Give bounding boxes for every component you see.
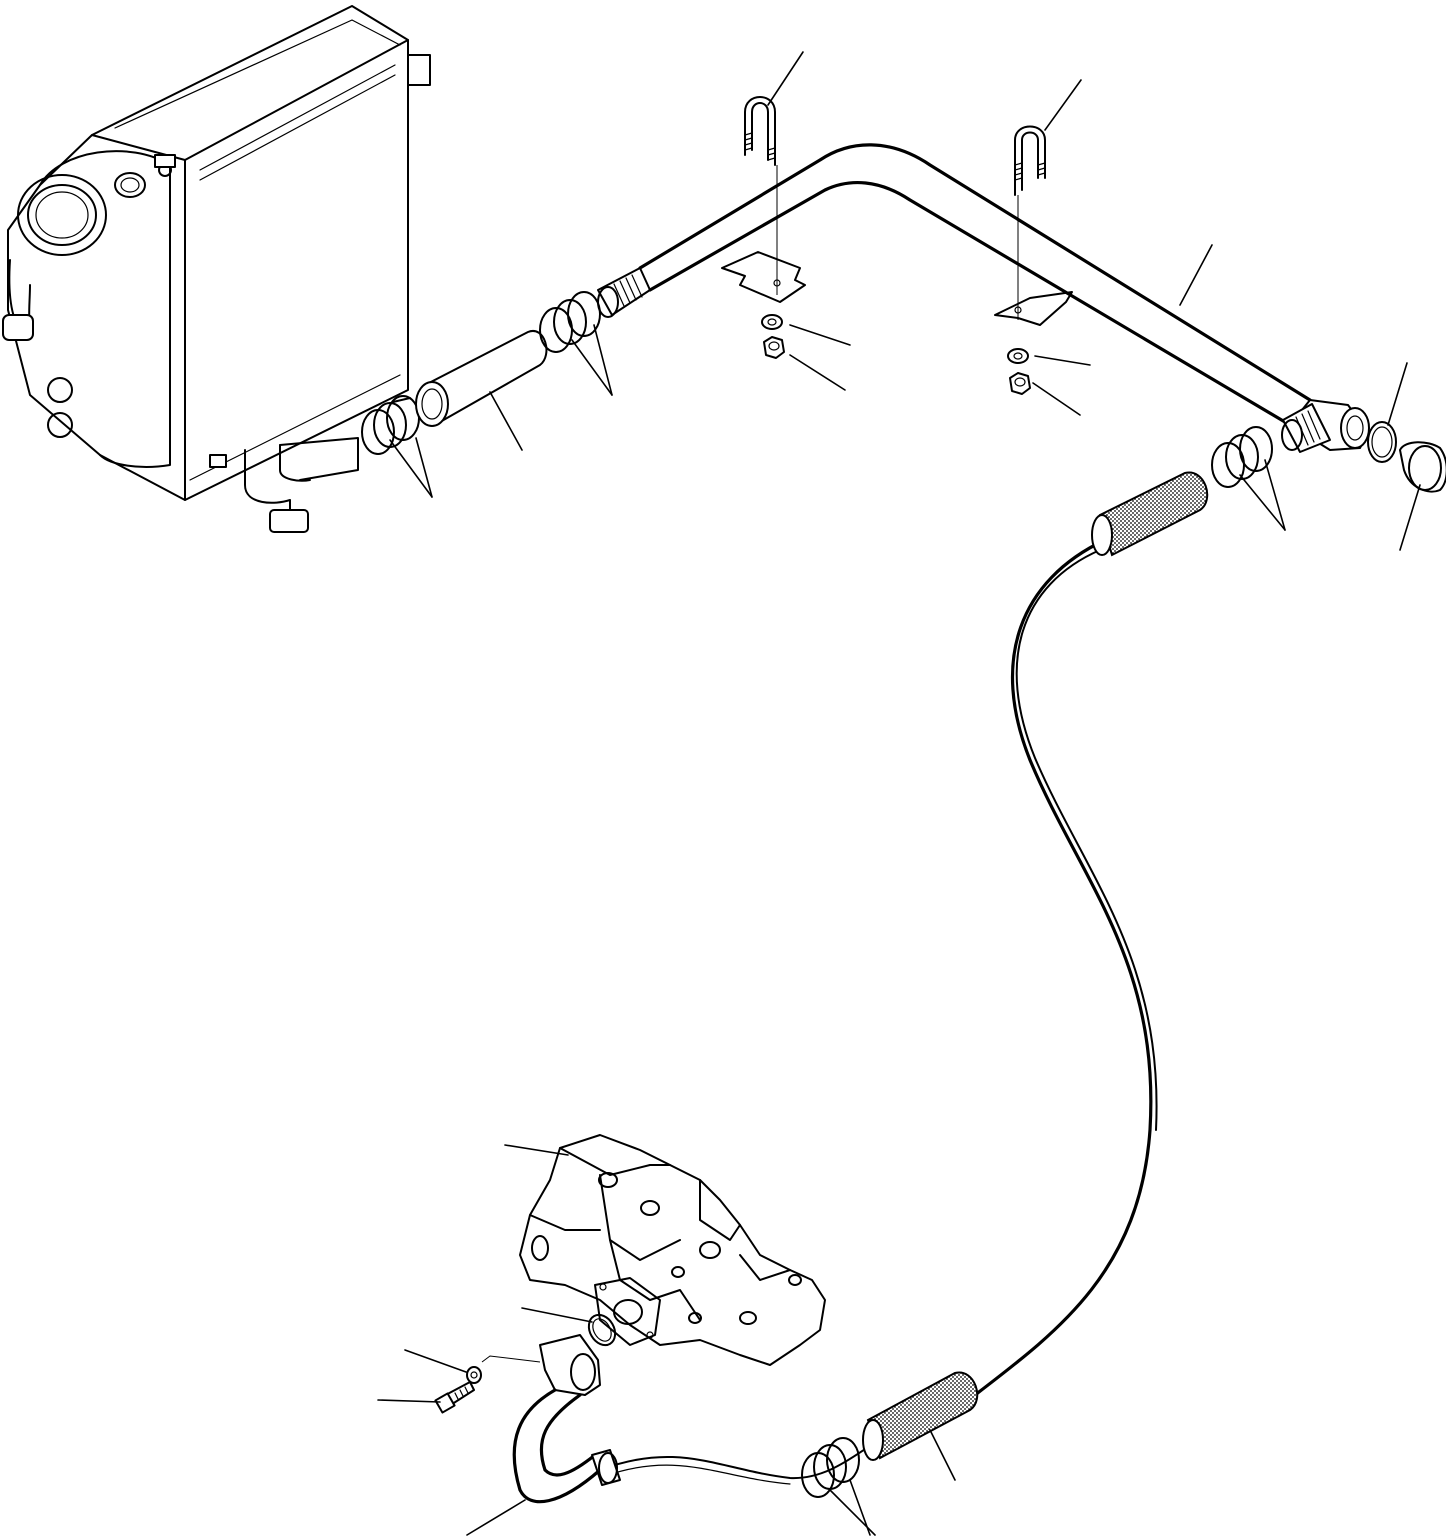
leader-pump <box>504 1144 569 1156</box>
tube-upper <box>597 143 1370 453</box>
leader-o-ring-right <box>1387 362 1408 426</box>
leader-clamps-1a <box>389 439 433 498</box>
clamp-plate-left <box>721 251 806 303</box>
leader-washer-right <box>1034 355 1091 366</box>
sleeve-lower <box>862 1371 979 1461</box>
leader-clamps-1b <box>415 437 433 498</box>
plug <box>1399 441 1446 493</box>
leader-clamps-4b <box>849 1479 871 1536</box>
o-ring-right <box>1367 421 1397 463</box>
hose-clamps-2 <box>539 291 601 353</box>
washer-left <box>761 314 783 330</box>
clamp-plate-right <box>994 291 1073 326</box>
washer-pump <box>466 1355 541 1384</box>
leader-hose-short <box>489 391 523 451</box>
leader-u-bolt-right <box>1044 79 1082 131</box>
leader-clamps-2b <box>593 324 613 396</box>
leader-washer-left <box>789 324 851 346</box>
leader-sleeve-lower <box>929 1429 956 1481</box>
hydraulic-pump <box>519 1134 826 1366</box>
leader-tube-upper <box>1179 244 1213 306</box>
leader-bolt-pump <box>377 1399 441 1403</box>
o-ring-pump <box>587 1313 617 1347</box>
leader-washer-pump <box>404 1349 467 1373</box>
leader-clamps-2a <box>571 339 613 396</box>
leader-plug <box>1399 484 1421 551</box>
oil-cooler <box>2 5 431 533</box>
leader-clamps-3b <box>1264 459 1286 531</box>
bolt-pump <box>434 1381 475 1414</box>
u-bolt-right <box>1014 125 1046 320</box>
leader-clamps-3a <box>1239 474 1286 531</box>
u-bolt-left <box>744 96 778 295</box>
elbow-flange <box>512 1334 621 1504</box>
callout-leaders <box>377 51 1421 1536</box>
hose-clamps-3 <box>1211 426 1273 488</box>
nut-right <box>1009 372 1031 395</box>
leader-nut-left <box>789 354 846 391</box>
leader-o-ring-pump <box>521 1307 593 1323</box>
sleeve-upper <box>1091 471 1209 557</box>
hose-long <box>599 538 1158 1485</box>
hose-clamps-4 <box>801 1437 860 1498</box>
hose-short <box>415 329 548 427</box>
leader-u-bolt-left <box>767 51 804 106</box>
nut-left <box>763 336 785 359</box>
washer-right <box>1007 348 1029 364</box>
leader-nut-right <box>1032 382 1081 416</box>
leader-elbow <box>466 1499 526 1536</box>
